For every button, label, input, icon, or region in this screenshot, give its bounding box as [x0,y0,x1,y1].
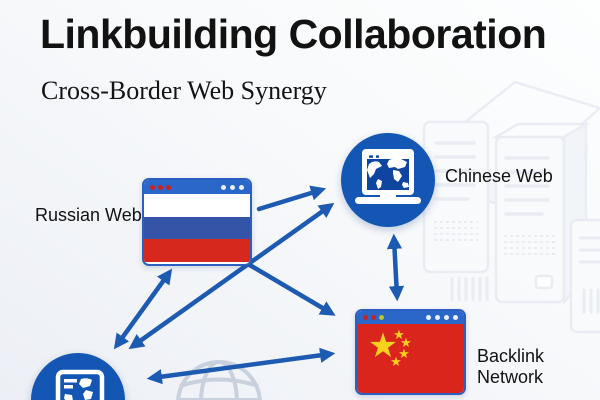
titlebar-dot [435,315,440,320]
russian-web-window [142,178,252,266]
svg-text:★: ★ [390,355,402,370]
window-titlebar [357,311,464,324]
browser-world-map-icon [55,369,105,400]
backlink-network-label: Backlink Network [477,346,544,388]
svg-text:★: ★ [398,347,410,362]
arrow-russian-to-chinese [256,185,327,212]
window-titlebar [144,180,250,194]
titlebar-dot [239,184,244,190]
global-web-hub-node [31,353,125,400]
svg-text:★: ★ [393,328,405,343]
arrow-chinese-backlink-two-way [386,233,405,302]
subtitle: Cross-Border Web Synergy [41,76,327,105]
backlink-label-line-1: Backlink [477,346,545,366]
titlebar-dot [363,315,368,320]
arrow-russian-globalhub-two-way [113,268,173,350]
arrow-globalhub-backlink-two-way [146,347,336,385]
chinese-web-node [341,133,435,227]
titlebar-dot [371,315,376,320]
backlink-label-line-2: Network [477,367,544,387]
titlebar-dot [158,184,163,190]
titlebar-dot [150,184,155,190]
titlebar-dot [453,315,458,320]
page-title: Russian-Chinese SEO Linkbuilding Collabo… [40,0,547,61]
titlebar-dot [221,184,226,190]
titlebar-dot [444,315,449,320]
title-line-2: Linkbuilding Collaboration [40,11,547,57]
titlebar-dot [379,315,384,320]
svg-text:★: ★ [400,336,412,351]
globe-icon [176,360,262,400]
backlink-network-window: ★ ★ ★ ★ ★ [355,309,466,395]
chinese-flag: ★ ★ ★ ★ ★ [357,324,464,393]
title-line-1: Russian-Chinese SEO [40,0,546,8]
chinese-web-label: Chinese Web [445,166,553,186]
russian-flag [144,194,250,263]
titlebar-dot [230,184,235,190]
russian-web-label: Russian Web [35,205,142,225]
titlebar-dot [166,184,171,190]
arrow-russian-to-backlink [245,261,336,316]
svg-text:★: ★ [368,326,398,366]
laptop-world-map-icon [355,149,421,204]
titlebar-dot [426,315,431,320]
